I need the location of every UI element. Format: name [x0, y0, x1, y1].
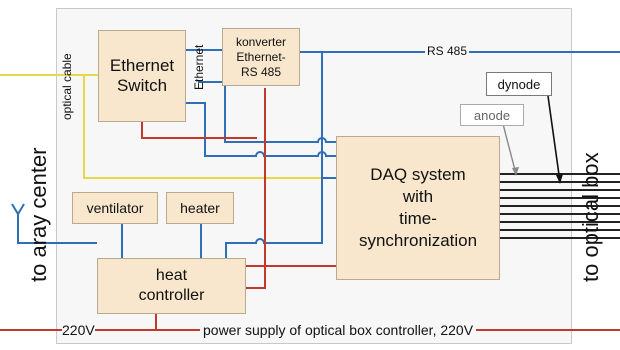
ethernet-switch-line-2: Switch	[116, 76, 168, 95]
daq-line-1: DAQ system	[370, 165, 466, 184]
daq-line-3: time-	[399, 209, 437, 228]
antenna-icon	[11, 203, 97, 244]
heat-controller-line-1: heat	[155, 267, 188, 284]
ventilator-block: ventilator	[72, 192, 158, 224]
ethernet-label: Ethernet	[192, 44, 206, 90]
signal-lines	[500, 173, 620, 239]
heat-controller-line-2: controller	[138, 287, 205, 304]
konverter-line-3: RS 485	[240, 64, 282, 79]
anode-arrowhead	[512, 167, 519, 176]
heatctl-daq-wire	[225, 177, 336, 258]
konverter-block: konverter Ethernet- RS 485	[222, 28, 300, 86]
red-konverter-wire	[246, 88, 266, 289]
dynode-callout: dynode	[486, 72, 552, 96]
right-side-label: to optical box	[578, 152, 603, 282]
dynode-arrowhead	[556, 174, 563, 184]
anode-callout: anode	[460, 104, 524, 126]
switch-daq-wire-1	[185, 102, 336, 157]
power-supply-label: power supply of optical box controller, …	[200, 322, 477, 338]
ethernet-switch-block: Ethernet Switch	[98, 30, 186, 122]
daq-block: DAQ system with time- synchronization	[336, 136, 500, 280]
heater-block: heater	[166, 192, 234, 224]
optical-cable-wire	[0, 74, 336, 179]
v220-left-label: 220V	[62, 322, 95, 338]
dynode-arrow	[547, 95, 561, 183]
konverter-line-1: konverter	[235, 34, 287, 49]
optical-cable-label: optical cable	[60, 53, 74, 120]
daq-line-4: synchronization	[358, 231, 478, 250]
konverter-line-2: Ethernet-	[236, 49, 286, 64]
rs485-label: RS 485	[425, 44, 470, 58]
daq-line-2: with	[402, 187, 434, 206]
red-switch-wire	[141, 122, 257, 139]
switch-daq-wire-2	[198, 81, 336, 143]
left-side-label: to aray center	[26, 147, 51, 282]
anode-arrow	[502, 123, 517, 175]
ethernet-switch-line-1: Ethernet	[109, 56, 175, 75]
heat-controller-block: heat controller	[97, 258, 246, 314]
